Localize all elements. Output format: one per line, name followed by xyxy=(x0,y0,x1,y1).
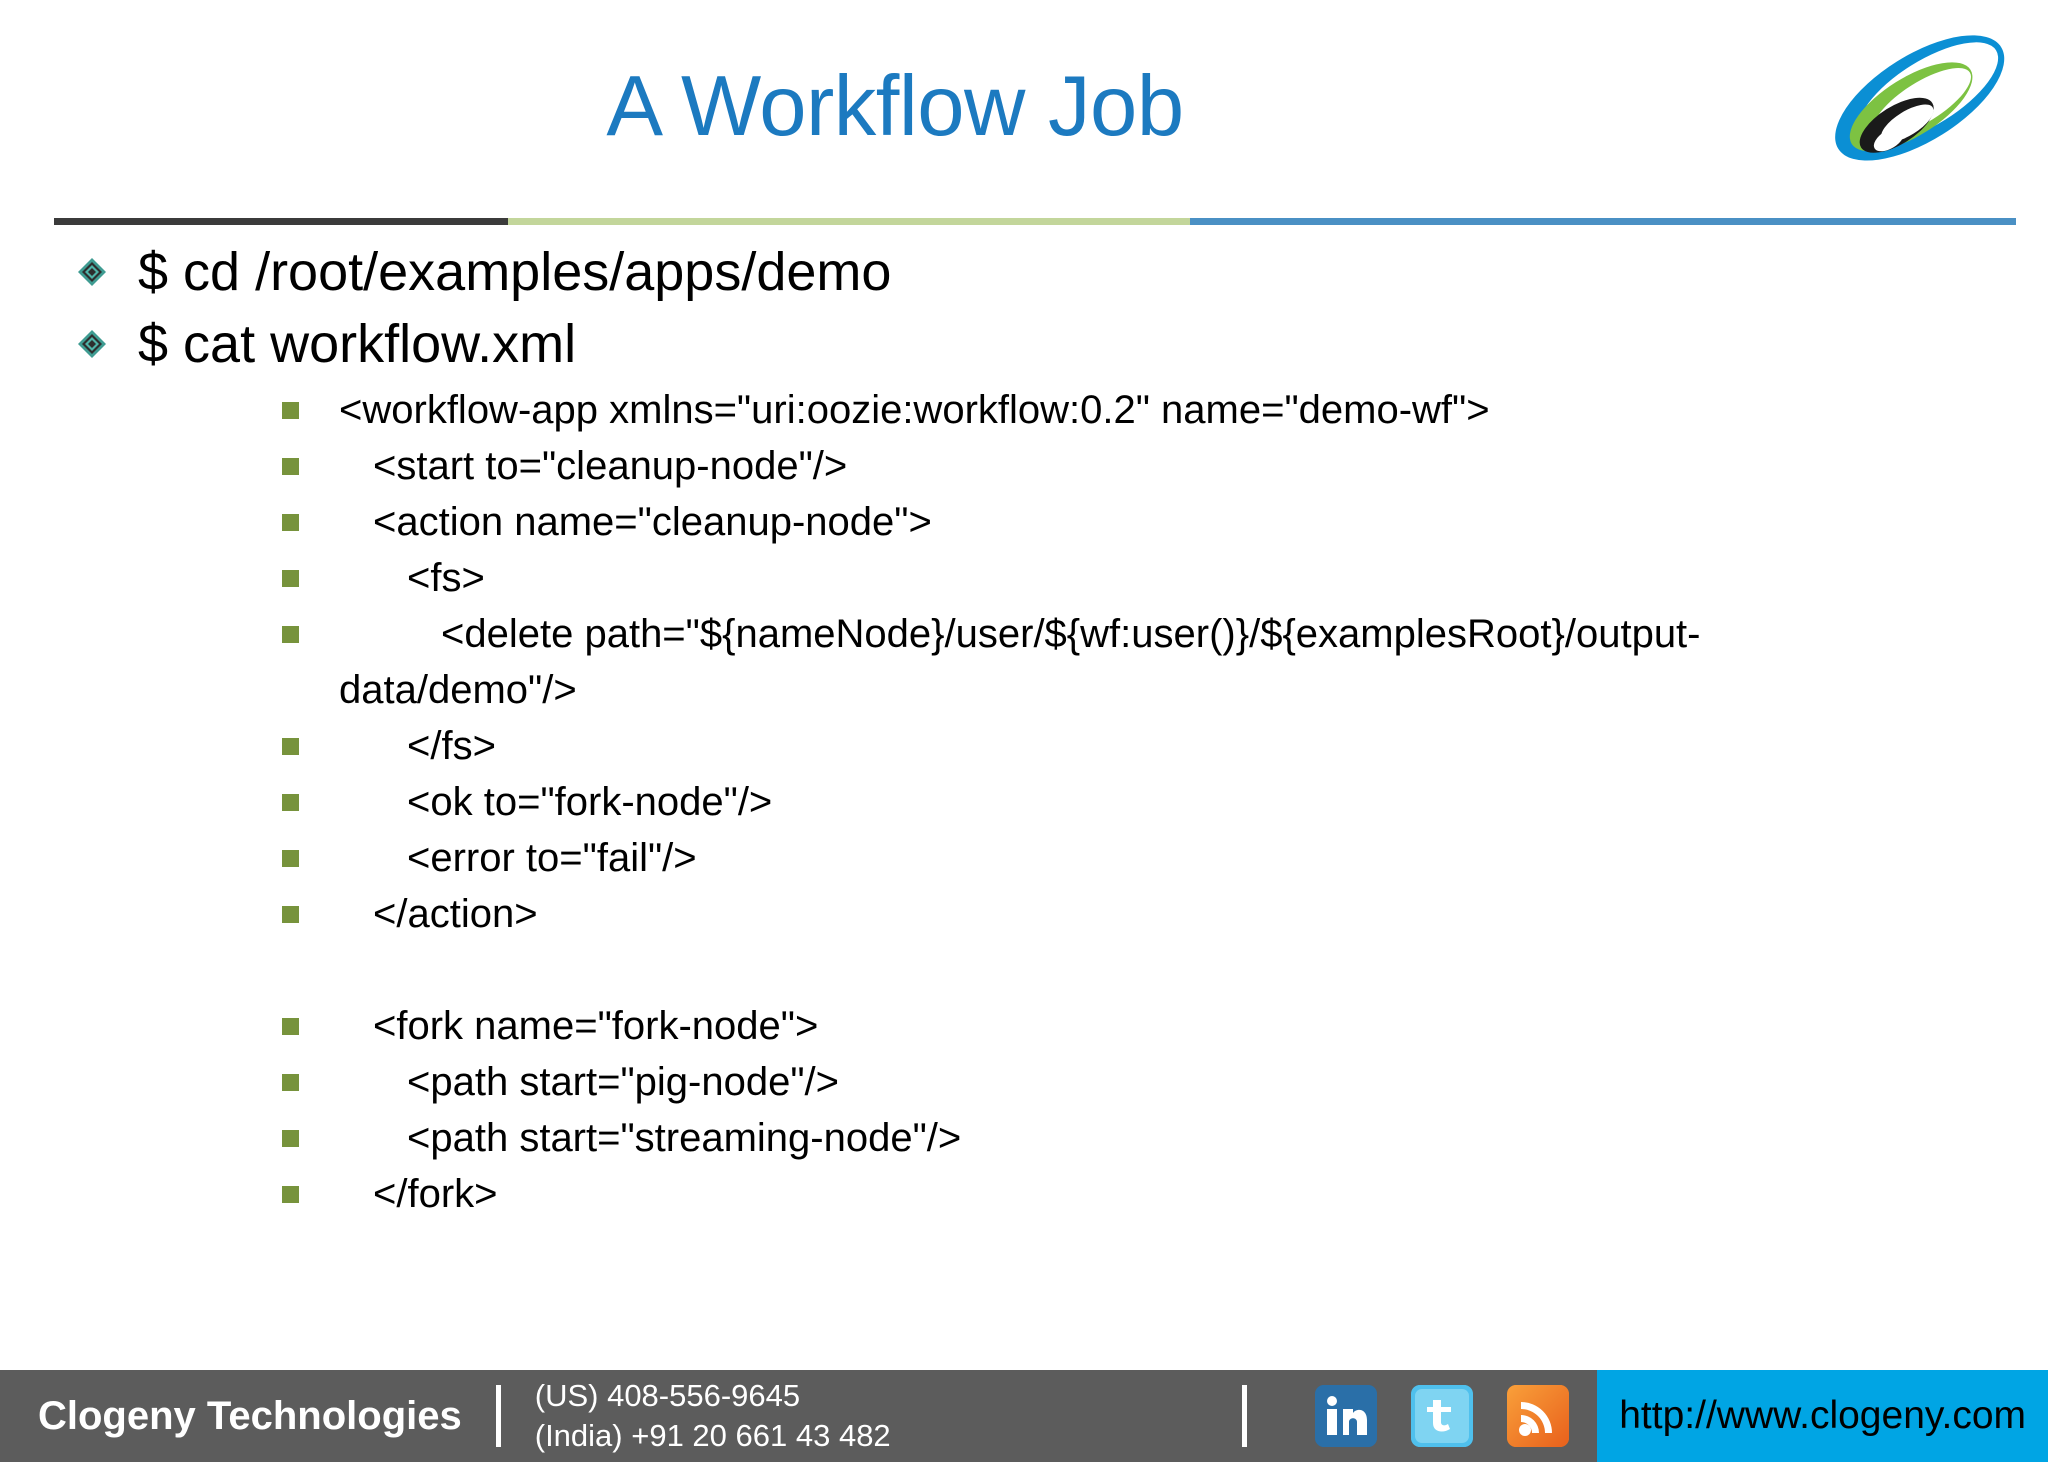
footer-phone-us: (US) 408-556-9645 xyxy=(534,1378,801,1413)
logo-svg xyxy=(1835,35,2005,161)
square-bullet-icon xyxy=(282,962,299,979)
clogeny-swoosh-logo xyxy=(1808,24,2028,174)
list-item-label: <path start="streaming-node"/> xyxy=(407,1116,962,1160)
list-item-label: </fork> xyxy=(373,1172,498,1216)
divider-segment-blue xyxy=(1190,218,2016,225)
list-item-label: <error to="fail"/> xyxy=(407,836,697,880)
list-item-label: <start to="cleanup-node"/> xyxy=(373,444,848,488)
diamond-bullet-icon xyxy=(78,258,106,286)
header-divider xyxy=(54,218,2016,225)
linkedin-icon[interactable] xyxy=(1315,1385,1378,1447)
list-item-label: <path start="pig-node"/> xyxy=(407,1060,840,1104)
square-bullet-icon xyxy=(282,1018,299,1035)
footer-divider-2 xyxy=(1242,1385,1248,1447)
square-bullet-icon xyxy=(282,1130,299,1147)
footer-url[interactable]: http://www.clogeny.com xyxy=(1597,1370,2048,1462)
footer-company-name: Clogeny Technologies xyxy=(38,1393,462,1438)
list-item-label: </fs> xyxy=(407,724,496,768)
diamond-bullet-icon xyxy=(78,330,106,358)
list-item: <delete path="${nameNode}/user/${wf:user… xyxy=(0,606,2048,718)
xml-code-list: <workflow-app xmlns="uri:oozie:workflow:… xyxy=(0,382,2048,1222)
list-item-label: $ cd /root/examples/apps/demo xyxy=(138,242,892,302)
divider-segment-green xyxy=(508,218,1190,225)
footer-bar: Clogeny Technologies (US) 408-556-9645 (… xyxy=(0,1370,2048,1462)
list-item: </fork> xyxy=(0,1166,2048,1222)
footer-phone-india: (India) +91 20 661 43 482 xyxy=(534,1418,891,1453)
list-item: <error to="fail"/> xyxy=(0,830,2048,886)
rss-icon[interactable] xyxy=(1507,1385,1570,1447)
list-item: <fork name="fork-node"> xyxy=(0,998,2048,1054)
slide-body: $ cd /root/examples/apps/demo $ cat work… xyxy=(0,238,2048,1348)
list-item: <ok to="fork-node"/> xyxy=(0,774,2048,830)
page-title: A Workflow Job xyxy=(606,59,1184,154)
square-bullet-icon xyxy=(282,402,299,419)
square-bullet-icon xyxy=(282,626,299,643)
list-item: <fs> xyxy=(0,550,2048,606)
list-item: <action name="cleanup-node"> xyxy=(0,494,2048,550)
list-item-label: </action> xyxy=(373,892,538,936)
footer-social-group xyxy=(1208,1385,1570,1447)
list-item: <start to="cleanup-node"/> xyxy=(0,438,2048,494)
list-item-label: $ cat workflow.xml xyxy=(138,314,577,374)
divider-segment-dark xyxy=(54,218,508,225)
list-item-label: <fork name="fork-node"> xyxy=(373,1004,819,1048)
square-bullet-icon xyxy=(282,1186,299,1203)
list-item: <path start="pig-node"/> xyxy=(0,1054,2048,1110)
list-item: <path start="streaming-node"/> xyxy=(0,1110,2048,1166)
list-item-spacer xyxy=(0,942,2048,998)
square-bullet-icon xyxy=(282,458,299,475)
square-bullet-icon xyxy=(282,738,299,755)
square-bullet-icon xyxy=(282,570,299,587)
list-item-label: <fs> xyxy=(407,556,485,600)
square-bullet-icon xyxy=(282,1074,299,1091)
square-bullet-icon xyxy=(282,906,299,923)
list-item-label: <workflow-app xmlns="uri:oozie:workflow:… xyxy=(339,388,1490,432)
twitter-icon[interactable] xyxy=(1411,1385,1474,1447)
list-item: <workflow-app xmlns="uri:oozie:workflow:… xyxy=(0,382,2048,438)
list-item: $ cd /root/examples/apps/demo xyxy=(0,238,2048,310)
footer-divider-1 xyxy=(495,1385,501,1447)
list-item: $ cat workflow.xml xyxy=(0,310,2048,382)
list-item: </action> xyxy=(0,886,2048,942)
square-bullet-icon xyxy=(282,514,299,531)
square-bullet-icon xyxy=(282,794,299,811)
list-item-label: <action name="cleanup-node"> xyxy=(373,500,932,544)
square-bullet-icon xyxy=(282,850,299,867)
list-item: </fs> xyxy=(0,718,2048,774)
list-item-label: <ok to="fork-node"/> xyxy=(407,780,773,824)
footer-phone-block: (US) 408-556-9645 (India) +91 20 661 43 … xyxy=(535,1376,891,1456)
list-item-label: <delete path="${nameNode}/user/${wf:user… xyxy=(339,612,1701,712)
